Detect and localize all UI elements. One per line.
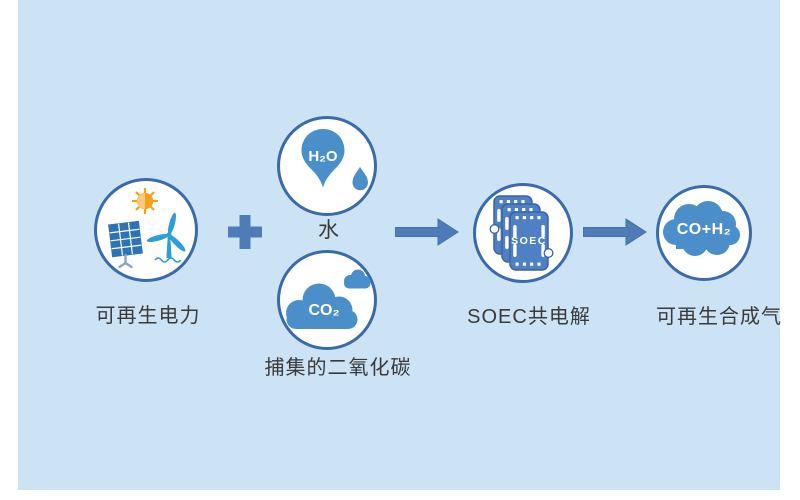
- syngas-blob-icon: [663, 201, 740, 256]
- syngas-node: [656, 185, 752, 281]
- big-cloud-icon: [286, 283, 358, 329]
- electricity-node: [94, 178, 198, 282]
- sun-icon: [132, 188, 158, 214]
- small-cloud-icon: [344, 269, 371, 289]
- soec-stack-icon: [489, 195, 554, 271]
- electricity-label: 可再生电力: [95, 305, 201, 327]
- stack-notch-right: [543, 248, 554, 258]
- stack-plate-front: [509, 211, 549, 271]
- stack-notch-left: [489, 224, 500, 234]
- co2-text: CO₂: [308, 302, 340, 319]
- soec-stack-text: SOEC: [511, 235, 547, 247]
- renewable-electricity-icon: [108, 188, 186, 269]
- plus-icon: [228, 215, 262, 249]
- co2-cloud-icon: [286, 269, 371, 329]
- water-drop-icon: [301, 129, 368, 191]
- h2o-text: H₂O: [308, 148, 338, 165]
- small-drop-icon: [352, 167, 368, 191]
- water-label: 水: [318, 219, 340, 242]
- co2-node: [277, 250, 377, 350]
- soec-node: [473, 183, 573, 283]
- arrow-right-icon: [583, 218, 647, 246]
- diagram-panel: 可再生电力 H₂O 水: [18, 0, 782, 490]
- soec-label: SOEC共电解: [467, 306, 591, 328]
- arrow-right-icon: [395, 218, 459, 246]
- syngas-label: 可再生合成气: [656, 306, 782, 328]
- waves-icon: [154, 257, 182, 263]
- co2-label: 捕集的二氧化碳: [264, 357, 412, 379]
- water-node: [277, 116, 377, 216]
- syngas-text: CO+H₂: [676, 221, 732, 238]
- solar-panel-icon: [108, 220, 143, 269]
- wind-turbine-icon: [146, 212, 186, 263]
